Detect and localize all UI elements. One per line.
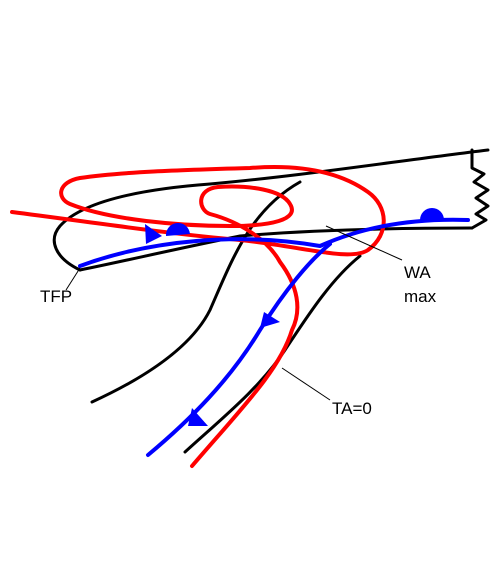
ta-zero-label: TA=0	[332, 399, 372, 418]
cloud-band-inner-edge	[183, 254, 362, 454]
warm-front-line	[78, 217, 470, 268]
cold-front-triangle-2	[260, 312, 280, 328]
cold-front-triangle-1	[145, 224, 162, 244]
cold-front-triangle-3	[188, 408, 208, 426]
wa-max-label-line1: WA	[404, 263, 431, 282]
warm-front-semicircle-2	[420, 208, 444, 220]
leader-lines	[65, 225, 403, 401]
wa-max-leader	[325, 225, 403, 261]
cloud-head-zigzag	[470, 148, 490, 230]
tfp-isoline-group	[10, 165, 386, 468]
fronts	[78, 208, 470, 457]
warm-front-semicircle-1	[165, 222, 190, 236]
tfp-label: TFP	[40, 287, 72, 306]
ta-zero-leader	[281, 367, 331, 401]
tfp-leader	[65, 267, 81, 291]
wa-max-label-line2: max	[404, 287, 437, 306]
cold-front-line	[146, 242, 332, 457]
dry-slot-boundary	[90, 180, 302, 404]
tfp-isoline	[10, 165, 386, 468]
cloud-upper-outline	[52, 148, 490, 272]
